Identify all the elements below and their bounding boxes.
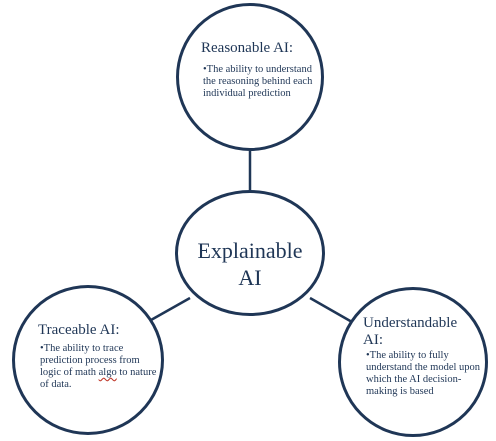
explainable-ai-title-line1: Explainable xyxy=(197,238,303,263)
explainable-ai-node: Explainable AI xyxy=(175,190,325,316)
connector-center-to-understandable xyxy=(309,296,353,324)
traceable-ai-node: Traceable AI: •The ability to trace pred… xyxy=(12,285,164,435)
explainable-ai-title-line2: AI xyxy=(238,265,262,290)
traceable-ai-title: Traceable AI: xyxy=(38,322,120,338)
understandable-ai-title: Understandable AI: xyxy=(363,315,457,349)
explainable-ai-title: Explainable AI xyxy=(178,237,322,291)
traceable-ai-description: •The ability to trace prediction process… xyxy=(40,343,158,391)
reasonable-ai-title: Reasonable AI: xyxy=(201,40,294,56)
reasonable-ai-description: •The ability to understand the reasoning… xyxy=(203,64,313,99)
understandable-ai-title-line1: Understandable xyxy=(363,315,458,331)
understandable-ai-description: •The ability to fully understand the mod… xyxy=(366,350,481,397)
connector-center-to-traceable xyxy=(150,296,191,322)
traceable-ai-description-start: •The ability to trace prediction process… xyxy=(40,343,140,378)
spellcheck-flagged-word: algo xyxy=(98,367,117,378)
traceable-ai-description-end: to nature of data. xyxy=(40,367,157,390)
understandable-ai-title-line2: AI: xyxy=(363,332,383,348)
reasonable-ai-node: Reasonable AI: •The ability to understan… xyxy=(176,3,324,151)
understandable-ai-node: Understandable AI: •The ability to fully… xyxy=(338,287,488,437)
